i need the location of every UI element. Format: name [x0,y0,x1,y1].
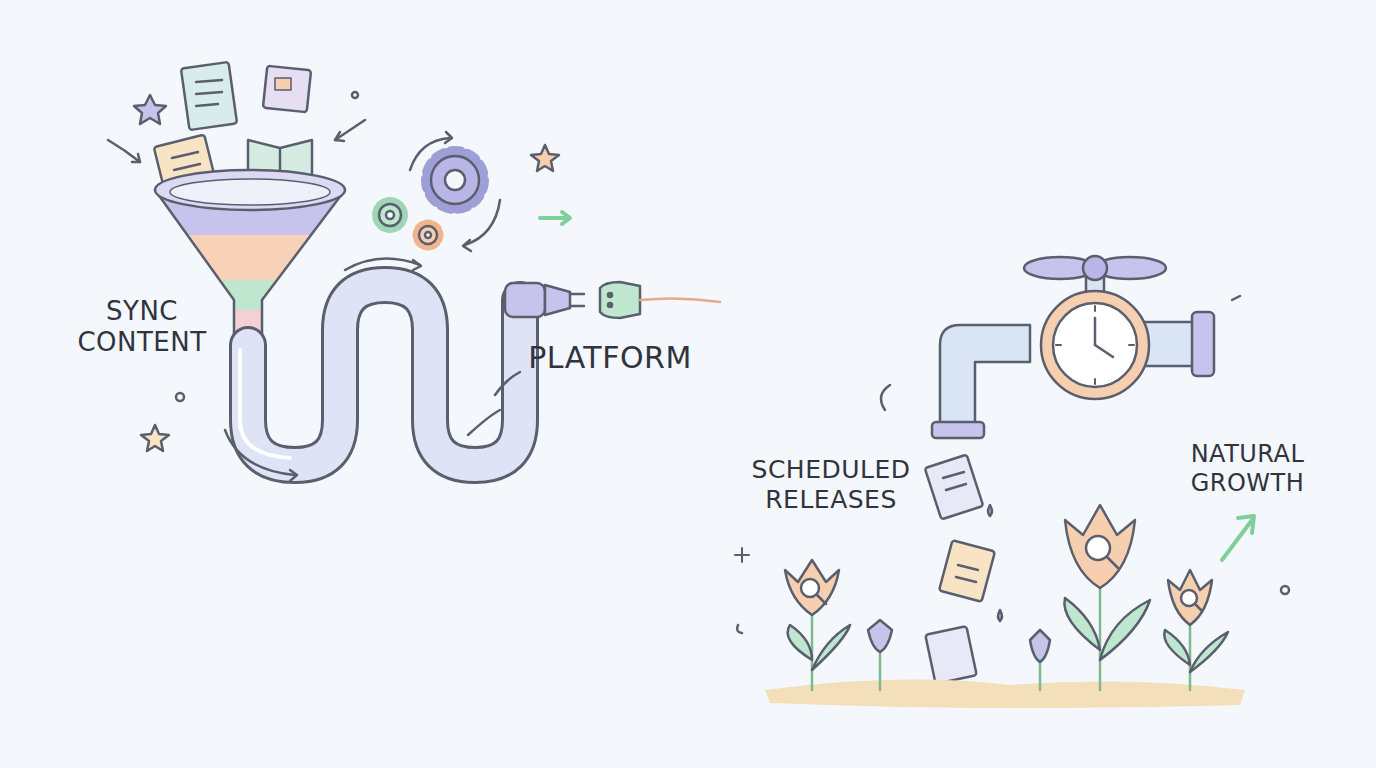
label-text: PLATFORM [510,340,710,376]
plug [505,282,720,318]
label-text: SYNC CONTENT [62,296,222,358]
pipe [240,285,520,465]
faucet [881,256,1214,438]
label-text: NATURAL GROWTH [1170,440,1325,498]
soil [765,680,1245,709]
falling-documents [925,455,1002,684]
funnel [150,170,350,350]
flowers [785,505,1228,690]
gears [376,132,500,251]
label-text: SCHEDULED RELEASES [736,455,926,515]
decorations [108,92,570,481]
